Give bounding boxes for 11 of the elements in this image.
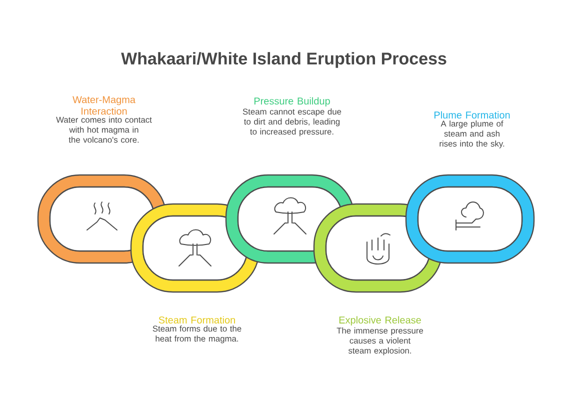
step-heading: Water-Magma Interaction [72, 96, 136, 115]
step-heading: Steam Formation [158, 316, 235, 324]
title: Whakaari/White Island Eruption Process [121, 52, 446, 68]
step-heading: Plume Formation [434, 111, 510, 119]
step-heading: Explosive Release [339, 316, 421, 326]
step-description: Steam cannot escape due to dirt and debris, leading to increased pressure. [242, 108, 342, 136]
step-description: The immense pressure causes a violent steam explosion. [336, 327, 424, 356]
step-heading: Pressure Buildup [254, 97, 330, 107]
step-description: A large plume of steam and ash rises into the sky. [440, 120, 504, 148]
step-description: Steam forms due to the heat from the magma. [152, 325, 242, 344]
step-description: Water comes into contact with hot magma in the volcano's core. [56, 116, 152, 143]
